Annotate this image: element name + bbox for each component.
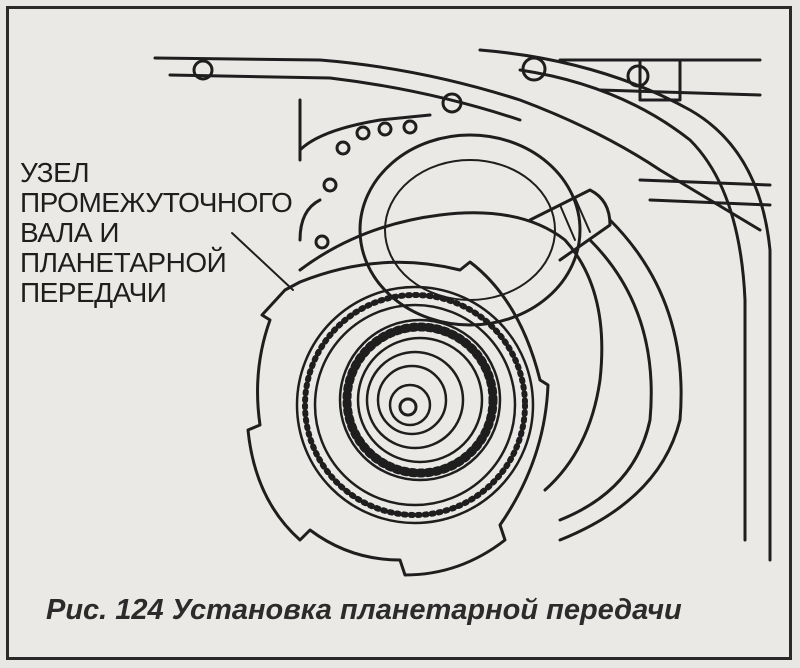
case-outline (153, 56, 762, 232)
drum-front-plate (246, 260, 550, 577)
bolt-hole (322, 177, 338, 193)
leader-line (231, 232, 294, 291)
case-bore (358, 133, 582, 327)
sun-gear-teeth (342, 322, 498, 478)
bolt-hole (335, 140, 351, 156)
sun-gear-inner (356, 336, 484, 464)
figure-caption: Рис. 124 Установка планетарной передачи (46, 594, 682, 626)
ring-gear-outer (295, 285, 535, 525)
housing-curve (558, 238, 653, 522)
case-left-2 (298, 98, 322, 242)
bolt-hole (521, 56, 547, 82)
housing-inner (518, 68, 747, 542)
callout-line: ПЕРЕДАЧИ (20, 277, 167, 308)
sun-gear-outer (338, 318, 502, 482)
ring-gear-inner (313, 303, 517, 507)
housing-detail (558, 58, 762, 97)
component-callout: УЗЕЛ ПРОМЕЖУТОЧНОГО ВАЛА И ПЛАНЕТАРНОЙ П… (20, 157, 293, 308)
hub-center (398, 397, 418, 417)
case-bore-inner (384, 159, 556, 301)
housing-curve (558, 218, 683, 542)
housing-right (478, 48, 772, 562)
hub-ring (388, 383, 432, 427)
bolt-hole (402, 119, 418, 135)
shaft-grooves (559, 197, 591, 241)
bolt-hole (314, 234, 330, 250)
housing-detail (638, 178, 772, 207)
drum-body (438, 211, 604, 492)
callout-line: ВАЛА И (20, 217, 120, 248)
callout-line: ПРОМЕЖУТОЧНОГО (20, 187, 293, 218)
callout-line: УЗЕЛ (20, 157, 90, 188)
hub-ring (376, 364, 448, 436)
intermediate-shaft (528, 188, 612, 262)
bolt-hole (355, 125, 371, 141)
drum-edge (298, 213, 442, 272)
bolt-hole (441, 92, 463, 114)
hub-ring (365, 350, 465, 450)
bolt-hole (192, 59, 214, 81)
ring-gear-teeth (302, 292, 528, 518)
bolt-hole (377, 121, 393, 137)
case-left (298, 113, 432, 152)
housing-block (638, 58, 682, 102)
case-flange (168, 73, 522, 122)
callout-line: ПЛАНЕТАРНОЙ (20, 247, 227, 278)
